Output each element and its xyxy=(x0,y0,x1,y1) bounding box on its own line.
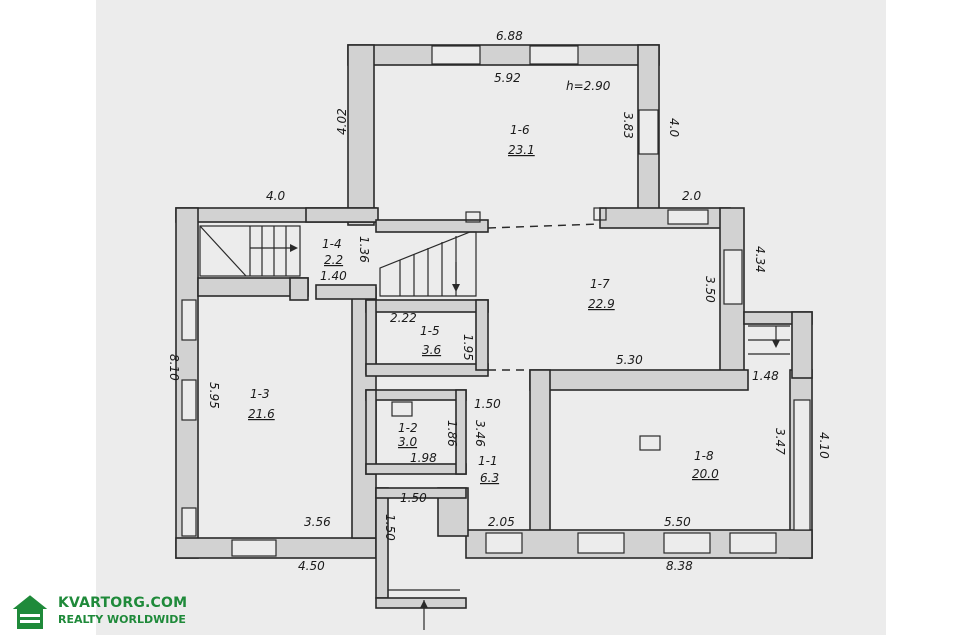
ceiling-height: h=2.90 xyxy=(566,79,611,93)
dim-right-outer-lower: 4.10 xyxy=(817,432,831,459)
room-1-7-area: 22.9 xyxy=(588,297,615,311)
dim-room2-height: 1.86 xyxy=(445,420,459,447)
logo-brand: KVARTORG.COM xyxy=(58,595,188,611)
dim-top-outer: 6.88 xyxy=(496,29,523,43)
dim-room3-bottom-inner: 3.56 xyxy=(304,515,331,529)
dim-hall-bottom: 2.05 xyxy=(488,515,515,529)
room-1-8-id: 1-8 xyxy=(694,449,714,463)
dim-room7-bottom: 5.30 xyxy=(616,353,643,367)
dimension-labels: h=2.90 6.88 5.92 4.02 3.83 4.0 4.0 1.36 … xyxy=(167,29,831,573)
dim-room5-height: 1.95 xyxy=(461,334,475,361)
room-1-2-id: 1-2 xyxy=(398,421,418,435)
dim-bottom-left-outer: 4.50 xyxy=(298,559,325,573)
room-1-3-id: 1-3 xyxy=(250,387,270,401)
windows xyxy=(181,45,811,557)
house-icon xyxy=(8,592,52,632)
room-1-5-area: 3.6 xyxy=(422,343,441,357)
watermark-logo: KVARTORG.COM REALTY WORLDWIDE xyxy=(8,592,208,632)
room-1-8-area: 20.0 xyxy=(692,467,719,481)
walls xyxy=(175,44,813,609)
stairs xyxy=(199,225,790,630)
logo-tagline: REALTY WORLDWIDE xyxy=(58,613,186,626)
dim-right-outer-upper: 4.34 xyxy=(753,246,767,273)
dim-room4-height: 1.36 xyxy=(357,236,371,263)
room-1-4-id: 1-4 xyxy=(322,237,342,251)
room-1-5-id: 1-5 xyxy=(420,324,440,338)
room-1-1-area: 6.3 xyxy=(480,471,499,485)
dim-entry-width: 1.50 xyxy=(400,491,427,505)
room-1-3-area: 21.6 xyxy=(248,407,275,421)
dim-entry-depth: 1.50 xyxy=(383,514,397,541)
dim-hall-top: 1.50 xyxy=(474,397,501,411)
room-1-7-id: 1-7 xyxy=(590,277,610,291)
room-1-6-area: 23.1 xyxy=(508,143,535,157)
dim-bottom-right-outer: 8.38 xyxy=(666,559,693,573)
dim-room6-right-outer: 4.0 xyxy=(667,118,681,137)
room-1-4-area: 2.2 xyxy=(324,253,343,267)
dim-porch: 1.48 xyxy=(752,369,779,383)
dim-room8-right: 3.47 xyxy=(773,428,787,455)
dim-room6-right-inner: 3.83 xyxy=(621,112,635,139)
dim-room4-width: 1.40 xyxy=(320,269,347,283)
room-1-6-id: 1-6 xyxy=(510,123,530,137)
room-1-1-id: 1-1 xyxy=(478,454,498,468)
room-1-2-area: 3.0 xyxy=(398,435,417,449)
dim-left-outer: 8.10 xyxy=(167,354,181,381)
dim-room6-left: 4.02 xyxy=(335,108,349,135)
dim-top-inner: 5.92 xyxy=(494,71,521,85)
dim-step-right: 2.0 xyxy=(682,189,701,203)
dim-room7-right: 3.50 xyxy=(703,276,717,303)
dim-room5-width: 2.22 xyxy=(390,311,417,325)
room-labels: 1-1 6.3 1-2 3.0 1-3 21.6 1-4 2.2 1-5 3.6… xyxy=(248,123,719,485)
dim-room8-bottom: 5.50 xyxy=(664,515,691,529)
open-partitions xyxy=(391,207,661,451)
dim-hall-height: 3.46 xyxy=(473,420,487,447)
dim-room3-left: 5.95 xyxy=(207,382,221,409)
dim-room2-width: 1.98 xyxy=(410,451,437,465)
dim-stair-top: 4.0 xyxy=(266,189,285,203)
